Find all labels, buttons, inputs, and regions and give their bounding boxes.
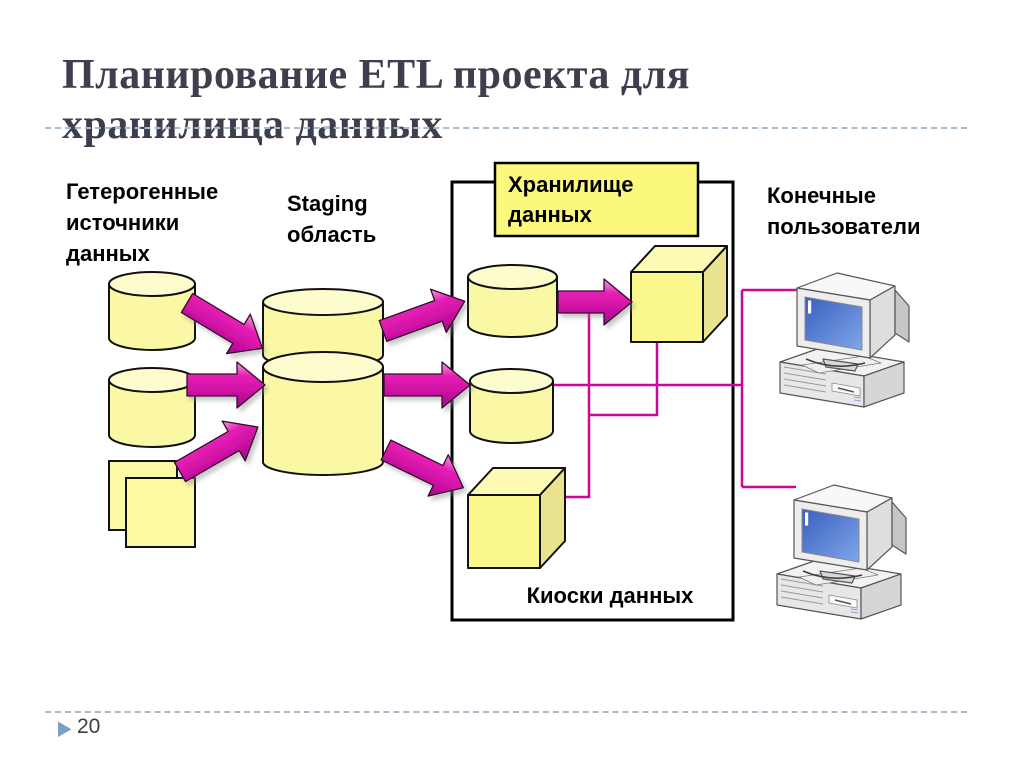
source-flat-files [108, 460, 196, 548]
network-line-mart-cube [565, 306, 591, 499]
arrow-source2-to-staging [186, 361, 266, 409]
arrow-source3-to-staging [173, 420, 259, 483]
label-staging-area: Staging область [287, 191, 377, 247]
etl-flow-arrows [173, 278, 633, 497]
arrow-cylinder-to-cube [557, 278, 633, 326]
network-line-cube-1 [589, 342, 659, 417]
label-end-users: Конечные пользователи [767, 183, 921, 239]
label-heterogeneous-sources: Гетерогенные источники данных [66, 179, 219, 266]
staging-shapes [262, 288, 384, 476]
arrow-staging-to-warehouse-1 [378, 288, 466, 342]
network-connector-lines [553, 288, 797, 499]
arrow-staging-to-warehouse-3 [380, 439, 464, 497]
staging-cylinder-bottom [262, 351, 384, 476]
data-mart-cube [467, 467, 566, 569]
desktop-computer-icon [779, 272, 910, 408]
label-data-marts: Киоски данных [526, 583, 694, 608]
page-number: 20 [77, 715, 101, 738]
warehouse-title-box [493, 161, 700, 238]
title-separator [45, 127, 967, 129]
right-triangle-marker-icon [58, 721, 72, 737]
footer-separator [45, 711, 967, 713]
source-shapes [108, 271, 196, 548]
arrow-source1-to-staging [180, 292, 264, 355]
source-cylinder-2 [108, 367, 196, 448]
warehouse-cylinder-2 [469, 368, 554, 444]
arrow-staging-to-warehouse-2 [383, 361, 471, 409]
warehouse-shapes [467, 245, 728, 569]
source-cylinder-1 [108, 271, 196, 351]
desktop-computer-icon [776, 484, 907, 620]
slide-title: Планирование ETL проекта для хранилища д… [62, 52, 690, 149]
label-data-warehouse: Хранилище данных [508, 172, 634, 227]
warehouse-cylinder-1 [467, 264, 558, 338]
warehouse-cube-1 [630, 245, 728, 343]
